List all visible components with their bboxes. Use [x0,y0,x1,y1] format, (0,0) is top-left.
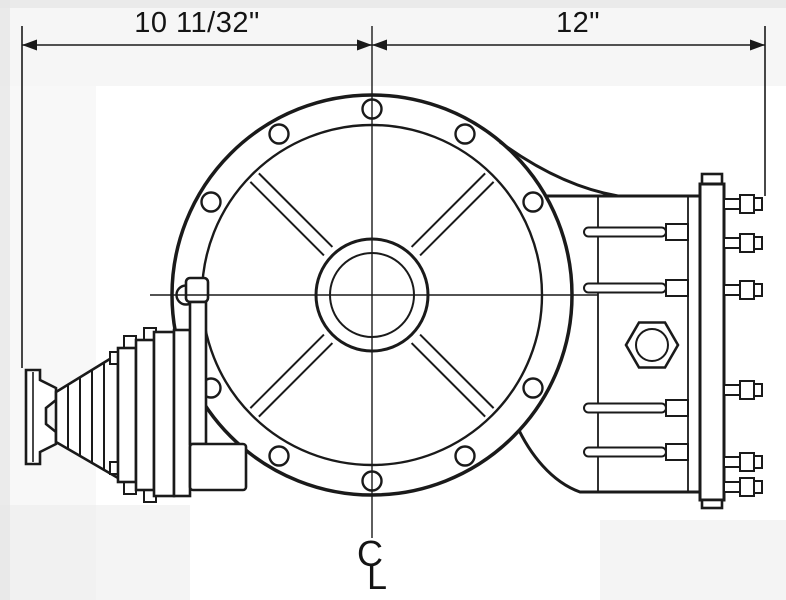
end-plate-bottom-step [700,498,724,510]
studs [723,194,763,497]
stud [723,477,763,497]
bolt-hole [268,445,290,467]
push-rod-collar [665,443,689,461]
bolt-hole [454,445,476,467]
arrowhead-right-icon [750,39,765,51]
stud [723,280,763,300]
flange-plate [152,330,176,498]
bolt-hole [268,123,290,145]
end-plate-body [698,182,726,502]
scan-shadow-top [0,0,786,86]
rib-lower-right [410,333,495,418]
centerline-symbol: C L [357,533,387,597]
push-rods [583,223,689,461]
flange-bolt [123,335,137,349]
push-rod [583,282,667,294]
flange-bolt-holes [175,98,544,492]
scan-shadow-bottom-left [0,505,190,600]
push-rod [583,402,667,414]
housing-ribs [249,172,495,418]
dimension-annotations: 10 11/32" 12" [21,7,766,368]
centerline-symbol-l: L [367,556,387,597]
centerlines [150,26,598,538]
scan-edge-top [0,0,786,8]
stud [723,194,763,214]
scan-shadow-bottom-right [600,520,786,600]
push-rod-collar [665,223,689,241]
rib-lower-left [249,172,334,257]
push-rod-collar [665,399,689,417]
push-rod-collar [665,279,689,297]
bracket-top-tab [184,276,210,304]
stud [723,233,763,253]
bolt-hole [522,377,544,399]
centerline-symbol-c: C [357,533,383,574]
stud [723,452,763,472]
push-rod [583,226,667,238]
flange-plate [172,328,192,498]
dimension-label-right: 12" [556,7,600,39]
mounting-bracket [184,276,248,492]
flange-plate [134,338,156,492]
hex-plug-bore [635,328,669,362]
input-yoke-assembly [24,351,120,481]
housing-body-transition [499,140,619,198]
flange-stack [116,327,192,503]
rib-upper-left [249,333,334,418]
bracket-foot [188,442,248,492]
arrowhead-center-left-icon [357,39,372,51]
scan-edge-left [0,0,10,600]
dimension-label-left: 10 11/32" [134,7,260,39]
push-rod [583,446,667,458]
arrowhead-center-right-icon [372,39,387,51]
bolt-hole [200,191,222,213]
bracket-bar [188,300,208,446]
hex-plug [624,321,680,369]
flange-plate [116,346,138,484]
bolt-hole [454,123,476,145]
stud [723,380,763,400]
rib-upper-right [410,172,495,257]
arrowhead-left-icon [22,39,37,51]
flange-bolt [123,481,137,495]
end-plate [698,172,726,510]
bolt-hole [522,191,544,213]
